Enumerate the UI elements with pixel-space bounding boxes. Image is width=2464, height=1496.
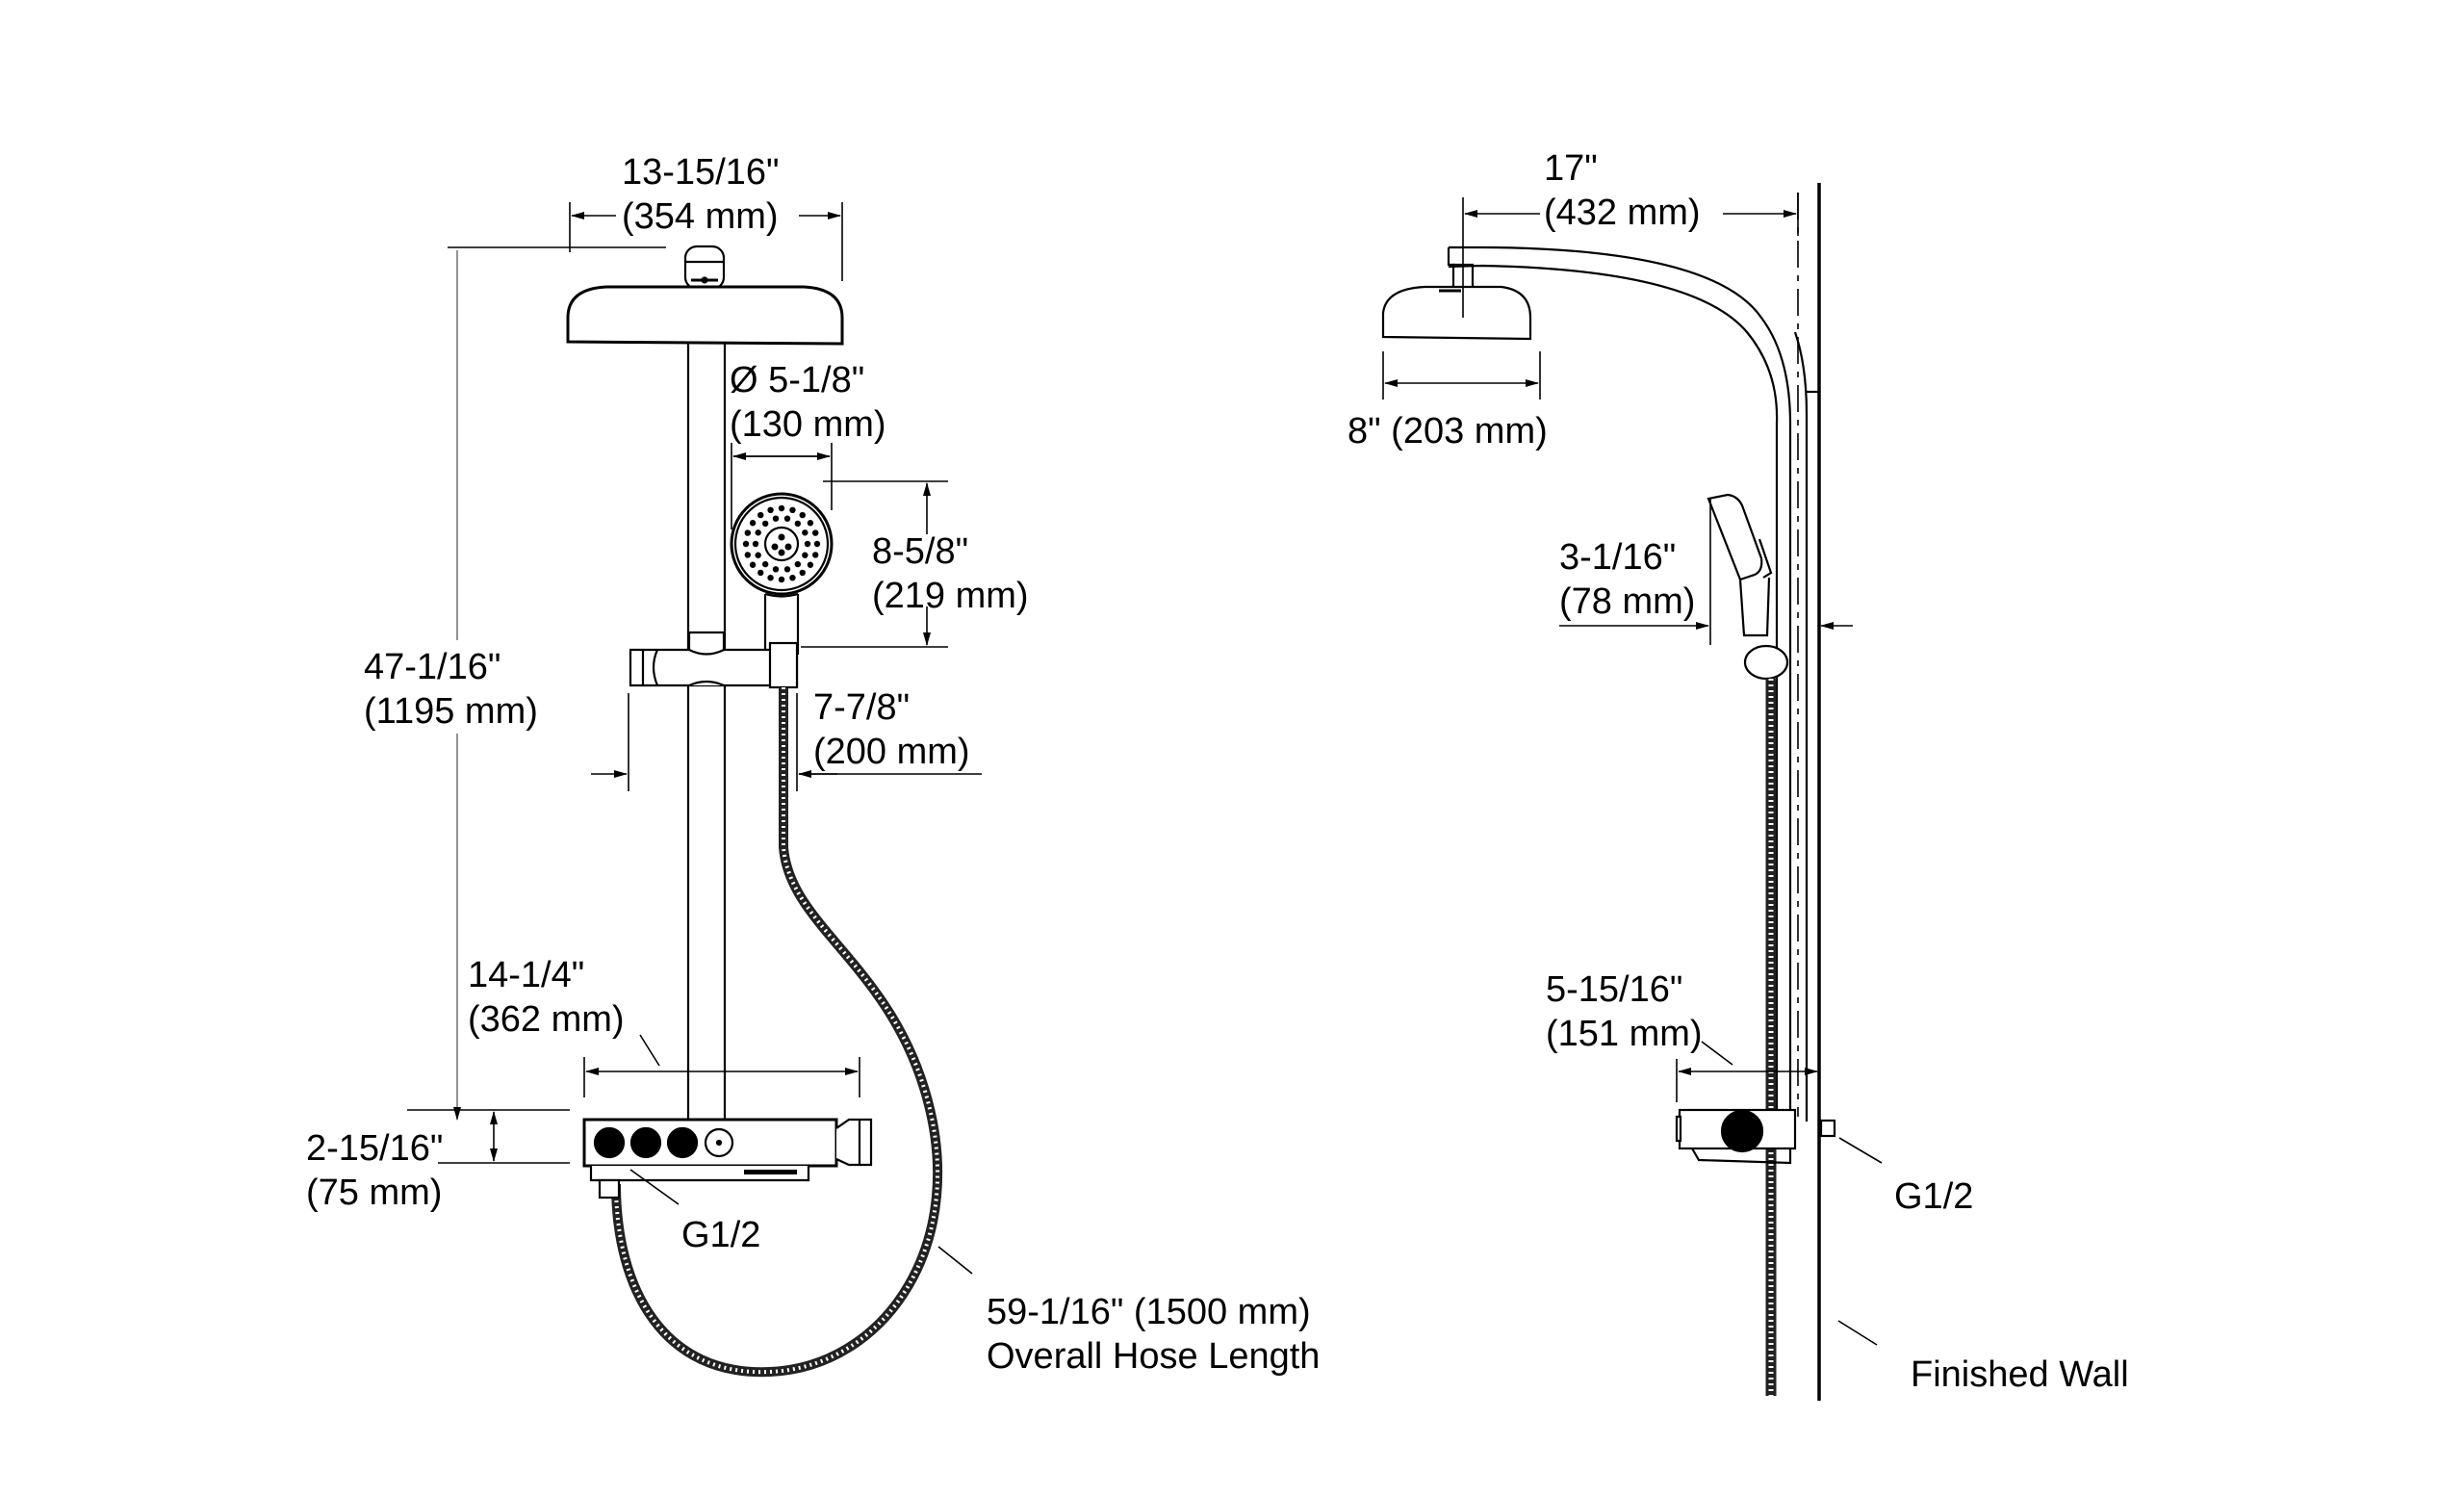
side-inlet-label: G1/2 [1894,1176,1974,1217]
control-knob-3 [666,1126,699,1159]
control-height-label: 2-15/16" (75 mm) [306,1126,443,1215]
shower-column-pole [686,344,727,1120]
spray-nozzle-center [771,543,779,551]
spray-nozzle-center [778,533,785,541]
spray-nozzle [813,540,821,548]
handshower-side [1707,493,1763,581]
handshower-projection-metric: (78 mm) [1559,581,1696,622]
spray-nozzles [742,504,821,583]
overhead-width-label: 13-15/16" (354 mm) [622,150,780,239]
spray-nozzle [802,552,808,558]
arm-projection-imperial: 17" [1544,148,1598,189]
arm-projection-metric: (432 mm) [1544,193,1701,233]
handshower-diameter-metric: (130 mm) [730,404,886,445]
spray-nozzle [778,504,785,512]
spray-nozzle [755,552,761,558]
overhead-connector [683,245,726,291]
spray-nozzle [752,540,759,548]
handshower-height-imperial: 8-5/8" [872,531,969,572]
spray-nozzle [772,566,780,573]
spray-nozzle [757,511,764,519]
spray-nozzle [778,576,785,583]
spray-nozzle [794,520,802,528]
hose-length-value: 59-1/16" (1500 mm) [987,1292,1311,1332]
control-knob-2 [629,1126,662,1159]
hose-length-label: 59-1/16" (1500 mm) Overall Hose Length [987,1290,1320,1379]
spray-nozzle [789,506,796,514]
finished-wall-label: Finished Wall [1911,1354,2129,1395]
front-inlet-label: G1/2 [681,1215,761,1255]
spray-nozzle [755,529,761,536]
spray-nozzle [783,515,791,522]
control-knob-1 [593,1126,626,1159]
thermostatic-control [582,1118,873,1199]
control-projection-metric: (151 mm) [1546,1014,1703,1054]
spray-nozzle [772,515,780,522]
holder-width-metric: (200 mm) [813,732,970,772]
spray-nozzle [811,529,819,536]
spray-nozzle [767,574,774,581]
side-view [1381,183,1883,1401]
spray-nozzle [749,561,757,568]
overhead-diameter-label: 8" (203 mm) [1348,411,1548,451]
handshower-projection-imperial: 3-1/16" [1559,537,1677,578]
handshower-diameter-label: Ø 5-1/8" (130 mm) [730,358,886,447]
control-height-imperial: 2-15/16" [306,1128,444,1169]
spray-nozzle-center [778,549,785,556]
control-width-imperial: 14-1/4" [468,955,585,995]
hose-length-caption: Overall Hose Length [987,1336,1321,1377]
handshower-height-label: 8-5/8" (219 mm) [872,529,1029,618]
spray-nozzle [761,560,769,568]
spray-nozzle [783,566,791,573]
holder-width-label: 7-7/8" (200 mm) [813,685,970,774]
handshower-projection-label: 3-1/16" (78 mm) [1559,535,1695,624]
spray-nozzle [799,569,806,577]
spray-nozzle [742,540,750,548]
overall-height-metric: (1195 mm) [364,691,538,732]
handshower-height-metric: (219 mm) [872,576,1029,616]
spray-nozzle [749,520,757,527]
overhead-width-imperial: 13-15/16" [622,152,780,193]
spray-nozzle [799,511,806,519]
control-height-metric: (75 mm) [306,1173,443,1213]
control-width-metric: (362 mm) [468,999,625,1040]
spray-nozzle-center [784,543,792,551]
handshower [730,492,834,655]
arm-projection-label: 17" (432 mm) [1544,146,1701,235]
spray-nozzle [794,560,802,568]
overhead-width-metric: (354 mm) [622,196,779,237]
overall-height-imperial: 47-1/16" [364,647,501,687]
overall-height-label: 47-1/16" (1195 mm) [364,645,538,734]
overhead-shower-head-side [1381,285,1532,341]
spray-nozzle [807,561,814,568]
spray-nozzle [761,520,769,528]
dimension-lines-side [1382,193,1883,1346]
handshower-holder [629,631,799,689]
thermostatic-control-side [1675,1108,1836,1165]
spray-nozzle [744,552,752,558]
spray-nozzle [807,520,814,527]
spray-nozzle [811,552,819,558]
control-projection-label: 5-15/16" (151 mm) [1546,967,1703,1056]
spray-nozzle [767,506,774,514]
shower-arm [1449,245,1792,1122]
front-view [407,202,982,1378]
control-projection-imperial: 5-15/16" [1546,969,1683,1010]
spray-nozzle [757,569,764,577]
overhead-shower-head [566,285,844,346]
spray-nozzle [804,540,811,548]
control-width-label: 14-1/4" (362 mm) [468,953,625,1042]
spray-nozzle [789,574,796,581]
spray-nozzle [744,529,752,536]
dimension-lines-front [407,202,982,1275]
hose-front [611,687,943,1378]
handshower-diameter-imperial: Ø 5-1/8" [730,360,865,400]
holder-width-imperial: 7-7/8" [813,687,911,728]
spray-nozzle [802,529,808,536]
